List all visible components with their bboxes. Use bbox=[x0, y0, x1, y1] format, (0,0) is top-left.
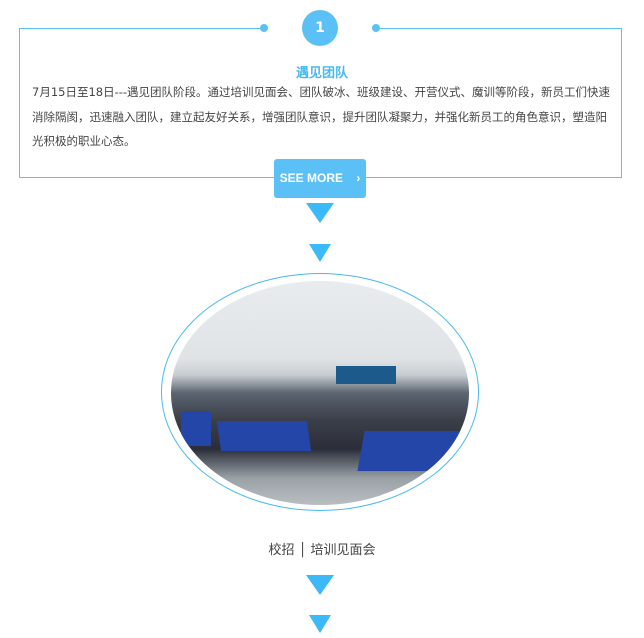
see-more-button[interactable]: SEE MORE › bbox=[274, 159, 366, 198]
right-dot bbox=[372, 24, 380, 32]
training-photo bbox=[171, 281, 469, 505]
step-description: 7月15日至18日---遇见团队阶段。通过培训见面会、团队破冰、班级建设、开营仪… bbox=[32, 85, 611, 148]
arrow-down-icon bbox=[309, 615, 331, 633]
chevron-right-icon: › bbox=[356, 171, 361, 185]
arrow-down-icon bbox=[309, 244, 331, 262]
photo-frame bbox=[161, 273, 479, 511]
photo-caption: 校招 │ 培训见面会 bbox=[268, 543, 376, 558]
step-number-badge: 1 bbox=[302, 10, 338, 46]
left-dot bbox=[260, 24, 268, 32]
arrow-down-icon bbox=[306, 575, 334, 595]
see-more-label: SEE MORE bbox=[279, 171, 343, 185]
step-title: 遇见团队 bbox=[295, 66, 348, 81]
arrow-down-icon bbox=[306, 203, 334, 223]
